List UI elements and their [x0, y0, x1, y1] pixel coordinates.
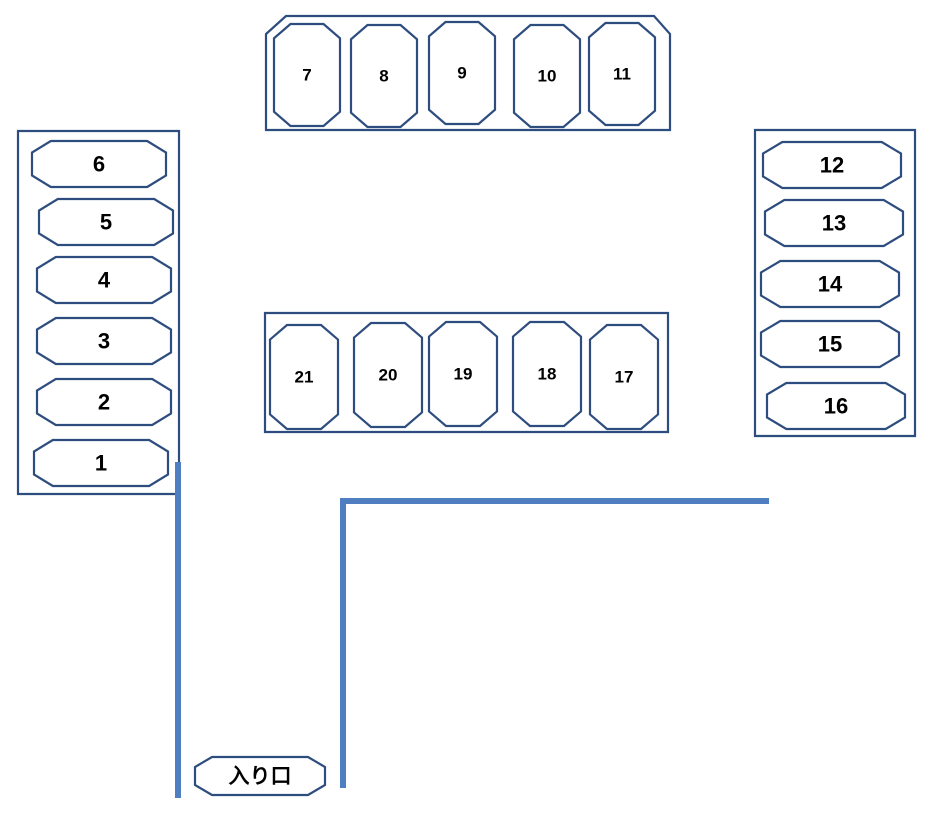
seat-shape	[763, 198, 905, 248]
entrance-badge	[193, 755, 327, 797]
entrance-sign: 入り口	[193, 755, 327, 797]
seat-number: 11	[613, 65, 631, 84]
seat-shape	[759, 319, 901, 369]
seat-20: 20	[352, 321, 424, 429]
seat-number: 3	[98, 329, 110, 354]
seat-shape	[588, 323, 660, 431]
seat-14: 14	[759, 259, 901, 309]
seat-number: 12	[820, 153, 844, 178]
seat-21: 21	[268, 323, 340, 431]
seat-shape	[37, 197, 175, 247]
seat-number: 2	[98, 390, 110, 415]
seat-3: 3	[35, 316, 173, 366]
entrance-label: 入り口	[229, 764, 292, 788]
seat-shape	[587, 21, 657, 127]
seat-10: 10	[512, 23, 582, 129]
seat-number: 9	[457, 64, 466, 83]
seat-1: 1	[32, 438, 170, 488]
seat-shape	[32, 438, 170, 488]
seat-number: 5	[100, 210, 112, 235]
seat-number: 17	[615, 368, 634, 387]
seat-11: 11	[587, 21, 657, 127]
seat-9: 9	[427, 20, 497, 126]
seat-17: 17	[588, 323, 660, 431]
seat-shape	[759, 259, 901, 309]
seat-shape	[765, 381, 907, 431]
seat-shape	[35, 377, 173, 427]
seat-shape	[35, 316, 173, 366]
seat-6: 6	[30, 139, 168, 189]
seat-shape	[272, 22, 342, 128]
seat-shape	[35, 255, 173, 305]
seat-4: 4	[35, 255, 173, 305]
seat-19: 19	[427, 320, 499, 428]
seat-number: 7	[302, 66, 311, 85]
seat-shape	[268, 323, 340, 431]
seat-18: 18	[511, 320, 583, 428]
seat-5: 5	[37, 197, 175, 247]
seat-number: 20	[379, 366, 398, 385]
seat-number: 8	[379, 67, 388, 86]
seat-8: 8	[349, 23, 419, 129]
seat-number: 14	[818, 272, 843, 297]
seat-7: 7	[272, 22, 342, 128]
seat-number: 15	[818, 332, 842, 357]
seat-shape	[427, 20, 497, 126]
seat-shape	[512, 23, 582, 129]
seat-number: 16	[824, 394, 848, 419]
seat-number: 19	[454, 365, 473, 384]
seat-shape	[349, 23, 419, 129]
seat-shape	[427, 320, 499, 428]
seat-16: 16	[765, 381, 907, 431]
seat-number: 10	[538, 67, 557, 86]
seat-2: 2	[35, 377, 173, 427]
seat-number: 6	[93, 152, 105, 177]
seat-15: 15	[759, 319, 901, 369]
seat-number: 13	[822, 211, 846, 236]
wall-right	[340, 498, 769, 788]
seat-number: 18	[538, 365, 557, 384]
seat-shape	[30, 139, 168, 189]
seat-12: 12	[761, 140, 903, 190]
seat-13: 13	[763, 198, 905, 248]
seat-number: 21	[295, 368, 314, 387]
seat-shape	[761, 140, 903, 190]
seat-shape	[511, 320, 583, 428]
seat-number: 1	[95, 451, 107, 476]
seat-number: 4	[98, 268, 111, 293]
seat-shape	[352, 321, 424, 429]
